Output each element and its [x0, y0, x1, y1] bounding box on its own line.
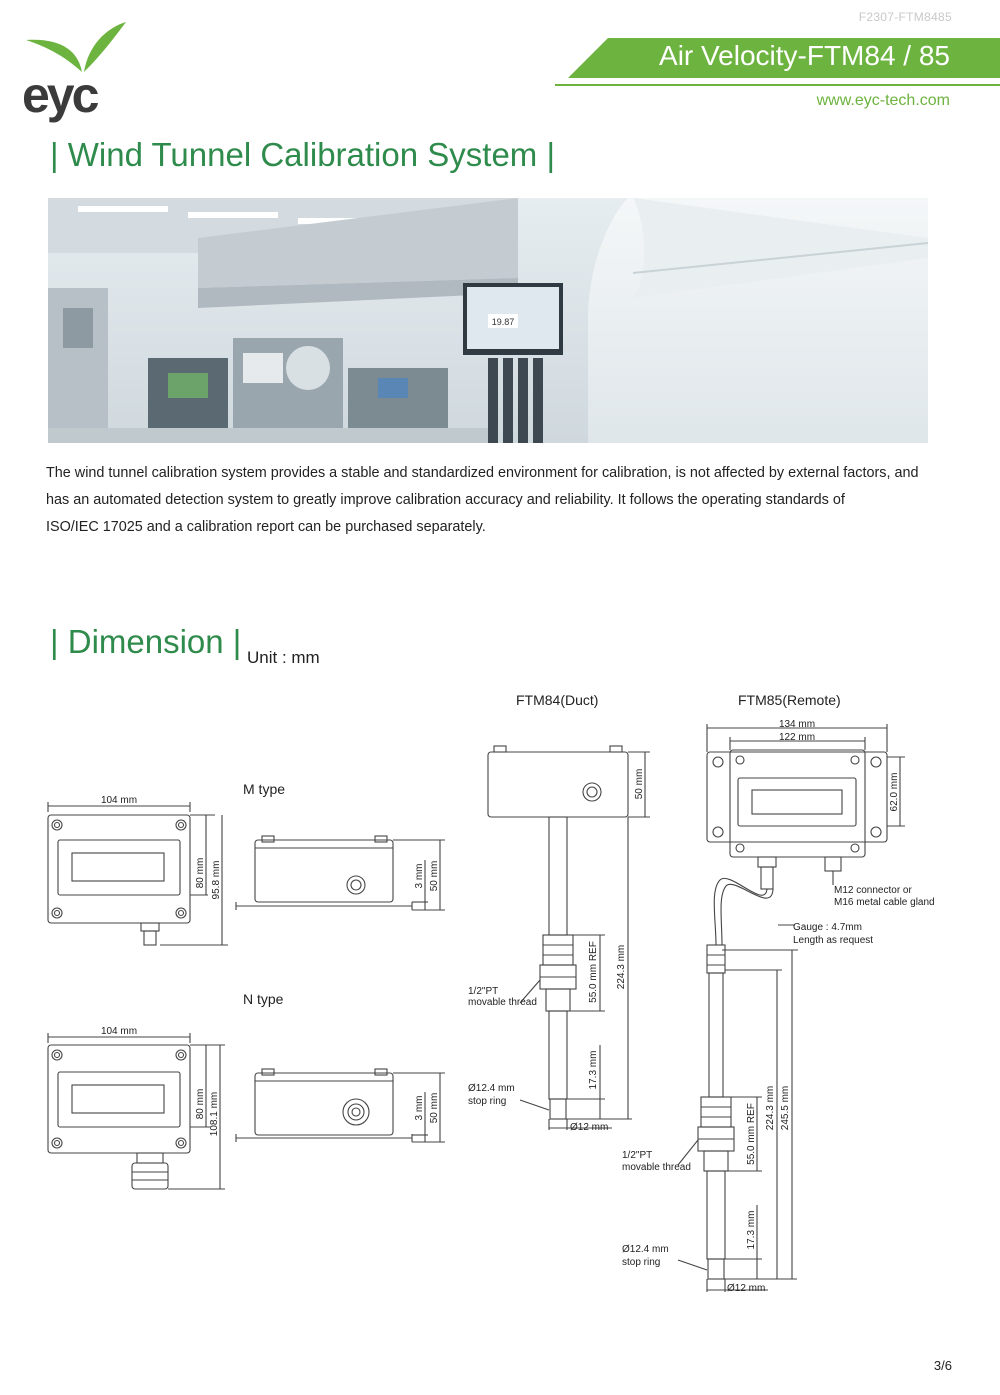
- ftm84-probe-diameter: Ø12 mm: [570, 1122, 608, 1133]
- ftm85-thread-label-2: movable thread: [622, 1162, 691, 1173]
- m-type-side-view: [235, 835, 445, 911]
- ftm84-thread-length: 55.0 mm REF: [588, 941, 599, 1003]
- n-type-width: 104 mm: [101, 1026, 137, 1037]
- title-banner: [568, 38, 1000, 78]
- ftm84-thread-label-2: movable thread: [468, 997, 537, 1008]
- ftm85-thread-label-1: 1/2"PT: [622, 1150, 652, 1161]
- description-line-1: The wind tunnel calibration system provi…: [46, 465, 919, 481]
- ftm85-ring-label-2: stop ring: [622, 1257, 660, 1268]
- m-type-label: M type: [243, 781, 286, 797]
- n-type-front-view: [47, 1033, 225, 1190]
- section-title-wind-tunnel: | Wind Tunnel Calibration System |: [50, 136, 556, 173]
- leaf-icon: [26, 22, 126, 72]
- eyc-logo: eyc: [22, 20, 132, 120]
- ftm85-label: FTM85(Remote): [738, 692, 841, 708]
- ftm84-ring-label-2: stop ring: [468, 1096, 506, 1107]
- description-line-2: has an automated detection system to gre…: [46, 492, 845, 508]
- header-divider: [555, 84, 1000, 86]
- m-type-side-height: 50 mm: [429, 861, 440, 892]
- ftm84-total-length: 224.3 mm: [616, 945, 627, 989]
- calibration-description: The wind tunnel calibration system provi…: [46, 460, 951, 541]
- ftm85-width-outer: 134 mm: [779, 719, 815, 730]
- ftm85-drawing: [677, 724, 905, 1292]
- dimension-drawings: 104 mm 80 mm 95.8 mm 3 mm 50 mm 104 mm 8…: [47, 719, 935, 1294]
- ftm85-length-b: 245.5 mm: [780, 1086, 791, 1130]
- ftm84-drawing: [487, 745, 650, 1130]
- ftm85-probe-diameter: Ø12 mm: [727, 1283, 765, 1294]
- n-type-side-view: [235, 1068, 445, 1143]
- section-title-dimension: | Dimension |: [50, 623, 242, 660]
- page-number: 3/6: [933, 1358, 952, 1373]
- ftm84-thread-label-1: 1/2"PT: [468, 986, 498, 997]
- ftm85-box-height: 62.0 mm: [889, 773, 900, 812]
- ftm85-connector-2: M16 metal cable gland: [834, 897, 935, 908]
- page-title: Air Velocity-FTM84 / 85: [659, 40, 950, 71]
- wind-tunnel-photo: 19.87: [48, 198, 928, 443]
- n-type-side-gap: 3 mm: [414, 1096, 425, 1121]
- n-type-inner-height: 80 mm: [195, 1089, 206, 1120]
- unit-label: Unit : mm: [247, 648, 320, 667]
- ftm85-thread-length: 55.0 mm REF: [746, 1103, 757, 1165]
- photo-readout: 19.87: [492, 317, 515, 327]
- ftm85-width-inner: 122 mm: [779, 732, 815, 743]
- m-type-width: 104 mm: [101, 795, 137, 806]
- website-link[interactable]: www.eyc-tech.com: [816, 92, 950, 109]
- ftm84-label: FTM84(Duct): [516, 692, 599, 708]
- ftm85-gauge-2: Length as request: [793, 935, 873, 946]
- m-type-front-view: [47, 802, 228, 946]
- ftm84-box-height: 50 mm: [634, 769, 645, 800]
- m-type-side-gap: 3 mm: [414, 864, 425, 889]
- n-type-outer-height: 108.1 mm: [209, 1092, 220, 1136]
- ftm85-length-a: 224.3 mm: [765, 1086, 776, 1130]
- m-type-outer-height: 95.8 mm: [211, 861, 222, 900]
- ftm84-tip-length: 17.3 mm: [588, 1051, 599, 1090]
- n-type-side-height: 50 mm: [429, 1093, 440, 1124]
- logo-text: eyc: [22, 67, 99, 123]
- ftm85-tip-length: 17.3 mm: [746, 1211, 757, 1250]
- ftm85-ring-label-1: Ø12.4 mm: [622, 1244, 669, 1255]
- ftm84-ring-label-1: Ø12.4 mm: [468, 1083, 515, 1094]
- ftm85-connector-1: M12 connector or: [834, 885, 912, 896]
- document-code: F2307-FTM8485: [858, 10, 952, 24]
- n-type-label: N type: [243, 991, 284, 1007]
- ftm85-gauge-1: Gauge : 4.7mm: [793, 922, 862, 933]
- description-line-3: ISO/IEC 17025 and a calibration report c…: [46, 519, 486, 535]
- m-type-inner-height: 80 mm: [195, 858, 206, 889]
